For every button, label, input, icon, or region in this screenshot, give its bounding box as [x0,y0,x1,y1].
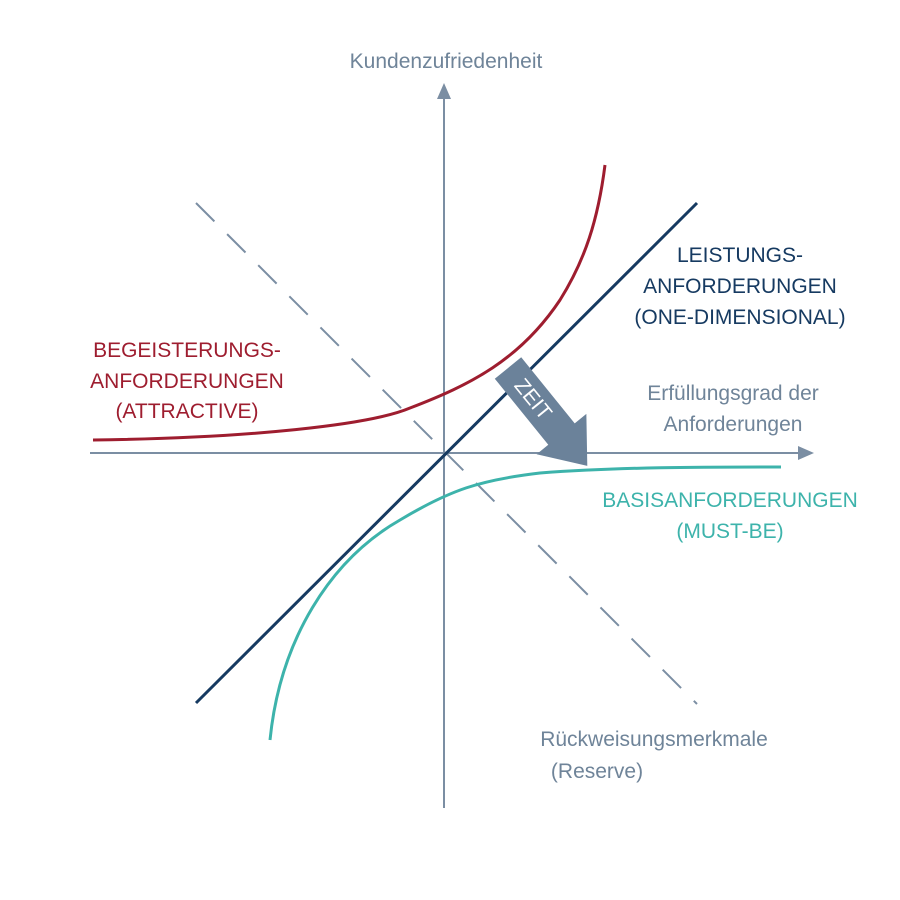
x-axis-arrowhead-icon [798,446,814,460]
reverse-label-line2: (Reserve) [551,760,643,783]
y-axis-label: Kundenzufriedenheit [350,50,543,73]
attractive-label-line2: ANFORDERUNGEN [90,370,284,393]
attractive-label-line1: BEGEISTERUNGS- [93,339,281,362]
one-dimensional-label-line1: LEISTUNGS- [677,244,803,267]
y-axis-arrowhead-icon [437,83,451,99]
time-arrow: ZEIT [494,357,588,466]
must-be-label-line2: (MUST-BE) [676,520,783,543]
must-be-curve [268,465,782,741]
reverse-label-line1: Rückweisungsmerkmale [540,728,768,751]
attractive-curve [92,164,607,442]
x-axis-label-line2: Anforderungen [664,413,803,436]
one-dimensional-label-line2: ANFORDERUNGEN [643,275,837,298]
one-dimensional-label-line3: (ONE-DIMENSIONAL) [634,306,845,329]
time-arrow-icon [494,357,588,466]
one-dimensional-line [194,201,699,705]
must-be-label-line1: BASISANFORDERUNGEN [602,489,858,512]
x-axis-label-line1: Erfüllungsgrad der [647,382,819,405]
attractive-label-line3: (ATTRACTIVE) [115,400,258,423]
